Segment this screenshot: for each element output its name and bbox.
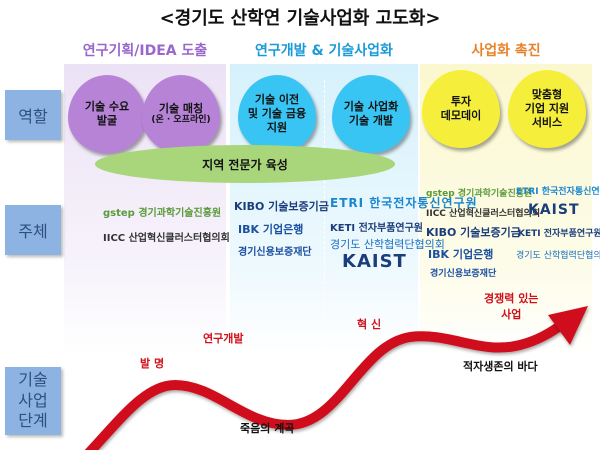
row-label-actors: 주체 — [5, 205, 61, 255]
stage-competitive-line: 사업 — [501, 308, 522, 321]
logo-keti: KETI 전자부품연구원 — [330, 223, 424, 234]
role-text: (온 · 오프라인) — [151, 115, 211, 126]
logo-kaist: KAIST — [342, 251, 407, 272]
logo-keti: KETI 전자부품연구원 — [518, 229, 600, 239]
role-text: 지원 — [266, 120, 288, 134]
logo-ibk: IBK 기업은행 — [428, 248, 494, 261]
column-header-commercial: 사업화 촉진 — [471, 43, 541, 59]
arrow-head-icon — [548, 306, 588, 345]
stage-survival-sea: 적자생존의 바다 — [463, 360, 538, 373]
role-text: 기업 지원 — [524, 102, 570, 116]
role-text: 발굴 — [96, 114, 118, 127]
role-text: 기술 개발 — [348, 114, 394, 127]
role-text: 기술 수요 — [84, 100, 130, 114]
stage-valley-of-death: 죽음의 계곡 — [240, 422, 295, 435]
logo-iicc: IICC 산업혁신클러스터협의회 — [103, 233, 230, 244]
row-label-stage: 기술 사업 단계 — [5, 367, 61, 435]
role-text: 서비스 — [531, 115, 563, 129]
role-text: 데모데이 — [440, 109, 482, 122]
role-ellipse-expert-training: 지역 전문가 육성 — [95, 145, 395, 183]
page-title: <경기도 산학연 기술사업화 고도화> — [159, 8, 441, 29]
role-text: 맞춤형 — [531, 88, 563, 102]
growth-curve-line — [84, 317, 570, 450]
logo-etri: ETRI 한국전자통신연구원 — [516, 187, 600, 197]
column-header-planning: 연구기획/IDEA 도출 — [82, 43, 208, 59]
stage-innovation: 혁 신 — [357, 318, 382, 331]
stage-rnd: 연구개발 — [203, 332, 244, 345]
role-text: 및 기술 금융 — [247, 107, 307, 121]
role-text: 투자 — [450, 95, 472, 109]
logo-etri: ETRI 한국전자통신연구원 — [330, 196, 478, 210]
role-text: 기술 이전 — [254, 93, 300, 107]
role-text: 기술 매칭 — [158, 101, 204, 115]
stage-competitive-line: 경쟁력 있는 — [484, 292, 539, 305]
logo-gstep: gstep 경기과학기술진흥원 — [426, 189, 533, 199]
logo-gcgf: 경기신용보증재단 — [430, 269, 497, 279]
role-text: 기술 사업화 — [343, 100, 399, 114]
logo-kaist: KAIST — [528, 202, 580, 218]
column-header-rnd: 연구개발 & 기술사업화 — [255, 43, 393, 59]
row-label-role: 역할 — [5, 90, 61, 140]
logo-kibo: KIBO 기술보증기금 — [234, 200, 329, 213]
role-circle-matching: 기술 매칭(온 · 오프라인) — [142, 75, 220, 153]
column-divider — [324, 80, 325, 350]
logo-gstep: gstep 경기과학기술진흥원 — [103, 208, 222, 219]
logo-gcgf: 경기신용보증재단 — [238, 247, 312, 258]
logo-council: 경기도 산학협력단협의회 — [330, 238, 445, 251]
logo-council: 경기도 산학협력단협의회 — [516, 251, 600, 261]
stage-invention: 발 명 — [140, 357, 165, 370]
logo-iicc: IICC 산업혁신클러스터협의회 — [426, 209, 541, 219]
logo-ibk: IBK 기업은행 — [238, 223, 304, 236]
logo-kibo: KIBO 기술보증기금 — [426, 226, 521, 239]
